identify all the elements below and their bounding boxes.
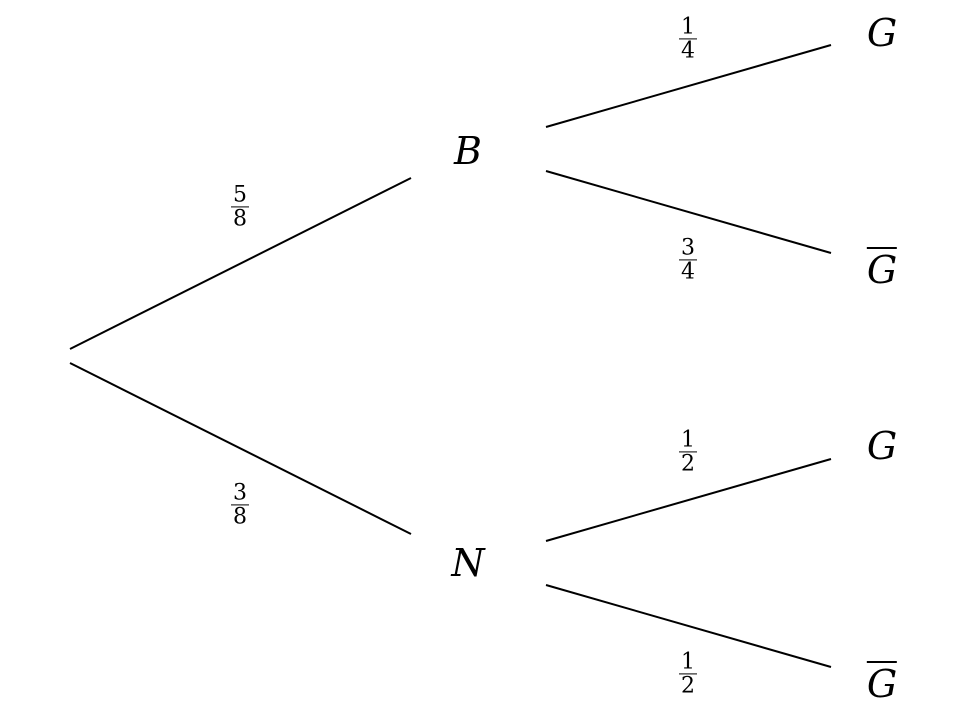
edge-N-G [545, 458, 832, 542]
numerator: 1 [681, 649, 695, 675]
node-B-G: G [866, 11, 898, 55]
denominator: 2 [679, 451, 697, 477]
denominator: 2 [679, 673, 697, 699]
prob-N: 3 8 [231, 480, 249, 530]
numerator: 5 [233, 182, 247, 208]
node-N: N [451, 541, 485, 585]
edge-root-N [69, 362, 412, 535]
denominator: 8 [231, 504, 249, 530]
prob-N-Gbar: 1 2 [679, 649, 697, 699]
prob-B: 5 8 [231, 182, 249, 232]
edge-root-B [69, 177, 412, 350]
numerator: 1 [681, 427, 695, 453]
denominator: 4 [679, 259, 697, 285]
prob-B-G: 1 4 [679, 14, 697, 64]
denominator: 8 [231, 206, 249, 232]
denominator: 4 [679, 38, 697, 64]
node-N-Gbar: G [866, 661, 898, 706]
numerator: 1 [681, 14, 695, 40]
prob-N-G: 1 2 [679, 427, 697, 477]
edge-B-Gbar [545, 170, 832, 254]
edge-N-Gbar [545, 584, 832, 668]
node-B: B [454, 129, 482, 173]
node-N-G: G [866, 424, 898, 468]
node-B-Gbar: G [866, 247, 898, 292]
prob-B-Gbar: 3 4 [679, 235, 697, 285]
edge-B-G [545, 44, 832, 128]
numerator: 3 [233, 480, 247, 506]
numerator: 3 [681, 235, 695, 261]
